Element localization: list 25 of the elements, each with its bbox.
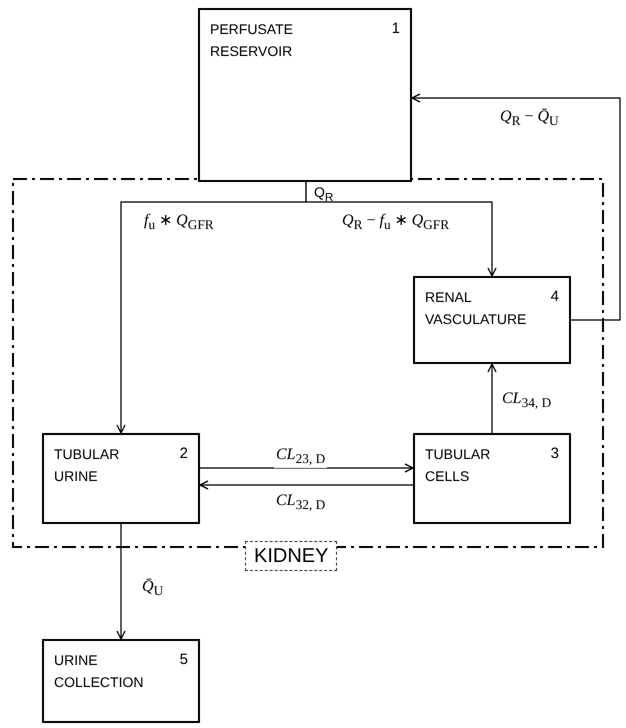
- region-label: KIDNEY: [245, 541, 338, 571]
- process-box: [413, 433, 571, 524]
- arrow: [305, 182, 497, 277]
- box-title: RENAL VASCULATURE: [425, 288, 525, 329]
- arrow: [487, 363, 497, 433]
- box-number: 4: [550, 287, 559, 307]
- box-number: 2: [180, 444, 188, 464]
- box-number: 5: [180, 650, 188, 670]
- box-title: TUBULAR URINE: [54, 445, 120, 486]
- box-title: URINE COLLECTION: [54, 651, 144, 692]
- box-title: PERFUSATE RESERVOIR: [210, 20, 294, 61]
- arrow: [200, 463, 414, 473]
- box-title: TUBULAR CELLS: [425, 445, 492, 486]
- box-number: 3: [550, 444, 559, 464]
- arrow: [199, 480, 413, 490]
- edge-label: CL$_{23, D}$: [274, 446, 328, 468]
- process-box: [198, 8, 412, 182]
- process-box: [42, 433, 200, 524]
- arrow: [116, 524, 126, 640]
- arrow: [411, 93, 621, 321]
- process-box: [413, 276, 571, 364]
- flow-label: Q$_{R}$: [314, 184, 334, 204]
- box-number: 1: [392, 19, 400, 39]
- region-boundary: [12, 178, 604, 574]
- process-box: [42, 639, 200, 723]
